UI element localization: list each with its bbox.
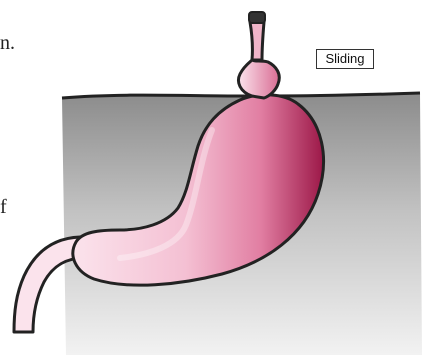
cropped-text-fragment: n. (0, 33, 15, 53)
sliding-label: Sliding (316, 49, 374, 69)
cropped-text-fragment: f (0, 197, 7, 217)
esophagus-cut-end (249, 12, 265, 23)
herniated-stomach (239, 60, 280, 98)
esophagus (250, 22, 264, 60)
